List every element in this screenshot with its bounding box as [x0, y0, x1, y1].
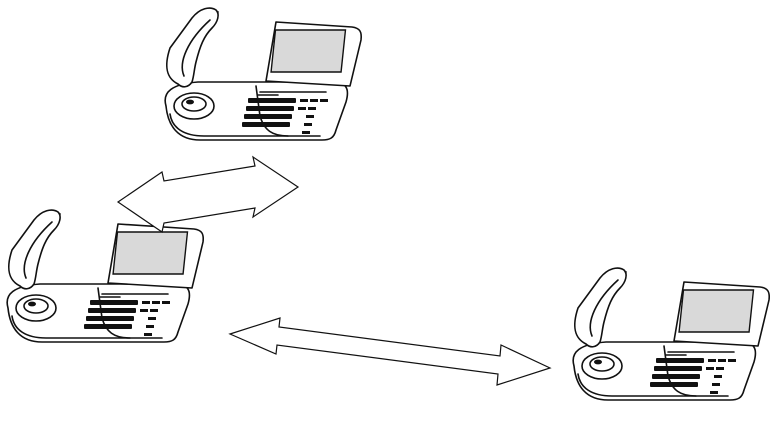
phone-left [7, 210, 203, 342]
arrow-left-right-link [230, 318, 550, 385]
arrow-top-left-link [118, 157, 298, 232]
phone-top [165, 8, 361, 140]
phone-right [573, 268, 769, 400]
